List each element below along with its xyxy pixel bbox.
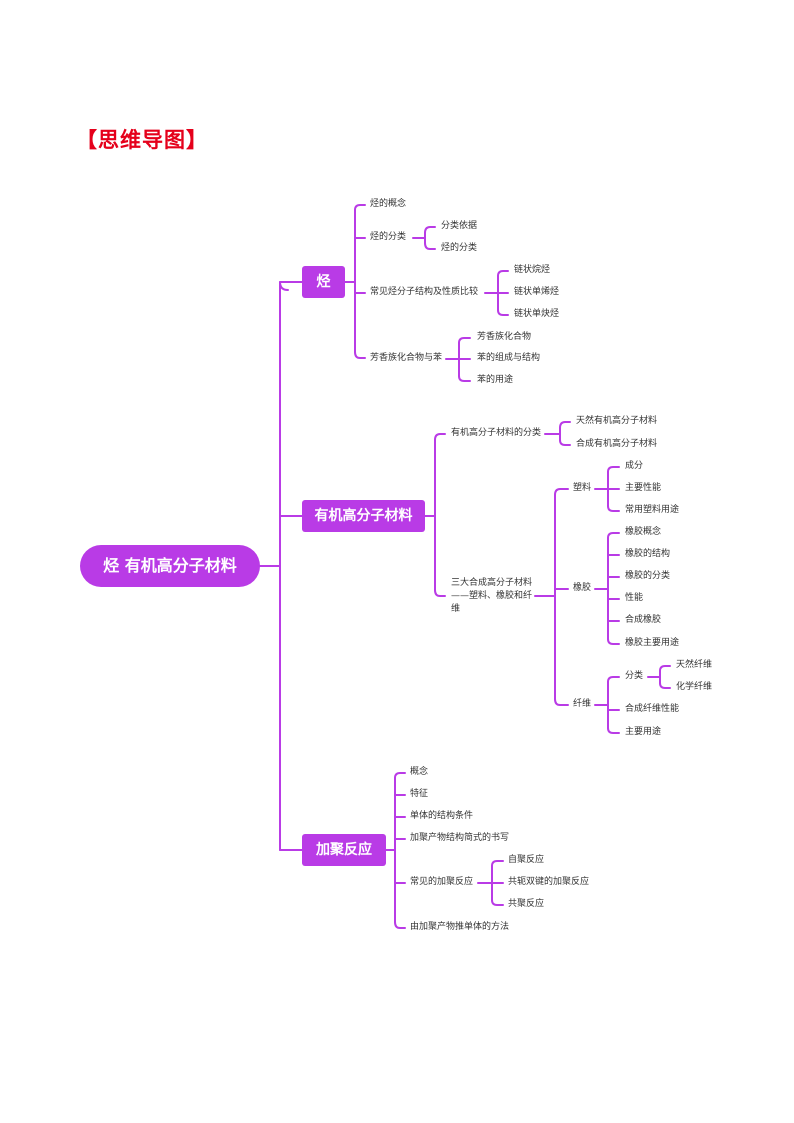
polymer-natural: 天然有机高分子材料 — [576, 416, 658, 426]
product-formula: 加聚产物结构简式的书写 — [410, 833, 510, 843]
rubber-synthetic: 合成橡胶 — [625, 615, 662, 625]
page-heading: 【思维导图】 — [76, 128, 208, 152]
alkene: 链状单烯烃 — [514, 287, 560, 297]
hydrocarbon-compare: 常见烃分子结构及性质比较 — [370, 287, 479, 297]
deduce-monomer: 由加聚产物推单体的方法 — [410, 922, 510, 932]
aromatic-compound: 芳香族化合物 — [477, 332, 532, 342]
rubber-structure: 橡胶的结构 — [625, 549, 671, 559]
plastic-property: 主要性能 — [625, 483, 662, 493]
benzene-use: 苯的用途 — [477, 375, 514, 385]
rubber-concept: 橡胶概念 — [625, 527, 662, 537]
three-major-line-1: 三大合成高分子材料 — [451, 578, 533, 588]
branch-polymer: 有机高分子材料 — [302, 500, 425, 532]
plastic-component: 成分 — [625, 461, 644, 471]
polymerization-concept: 概念 — [410, 767, 429, 777]
benzene-structure: 苯的组成与结构 — [477, 353, 541, 363]
fiber-use: 主要用途 — [625, 727, 662, 737]
rubber-classify: 橡胶的分类 — [625, 571, 671, 581]
plastic-use: 常用塑料用途 — [625, 505, 680, 515]
hydrocarbon-classify: 烃的分类 — [370, 232, 407, 242]
fiber-natural: 天然纤维 — [676, 660, 713, 670]
rubber: 橡胶 — [573, 583, 592, 593]
fiber-classify: 分类 — [625, 671, 644, 681]
branch-polymerization: 加聚反应 — [302, 834, 386, 866]
rubber-property: 性能 — [625, 593, 644, 603]
self-polymerization: 自聚反应 — [508, 855, 545, 865]
common-polymerization: 常见的加聚反应 — [410, 877, 474, 887]
rubber-use: 橡胶主要用途 — [625, 638, 680, 648]
plastic: 塑料 — [573, 483, 592, 493]
three-major-line-3: 维 — [451, 604, 461, 614]
hydrocarbon-concept: 烃的概念 — [370, 199, 407, 209]
conjugated-polymerization: 共轭双键的加聚反应 — [508, 877, 590, 887]
fiber: 纤维 — [573, 699, 592, 709]
fiber-chemical: 化学纤维 — [676, 682, 713, 692]
root-topic: 烃 有机高分子材料 — [80, 545, 260, 587]
alkyne: 链状单炔烃 — [514, 309, 560, 319]
classify-basis: 分类依据 — [441, 221, 478, 231]
fiber-synthetic-property: 合成纤维性能 — [625, 704, 680, 714]
polymer-classify: 有机高分子材料的分类 — [451, 428, 542, 438]
three-major-materials: 三大合成高分子材料 ——塑料、橡胶和纤 维 — [451, 577, 551, 616]
polymerization-feature: 特征 — [410, 789, 429, 799]
monomer-condition: 单体的结构条件 — [410, 811, 474, 821]
three-major-line-2: ——塑料、橡胶和纤 — [451, 591, 533, 601]
branch-hydrocarbon: 烃 — [302, 266, 345, 298]
alkane: 链状烷烃 — [514, 265, 551, 275]
classify-types: 烃的分类 — [441, 243, 478, 253]
copolymerization: 共聚反应 — [508, 899, 545, 909]
aromatic: 芳香族化合物与苯 — [370, 353, 443, 363]
polymer-synthetic: 合成有机高分子材料 — [576, 439, 658, 449]
